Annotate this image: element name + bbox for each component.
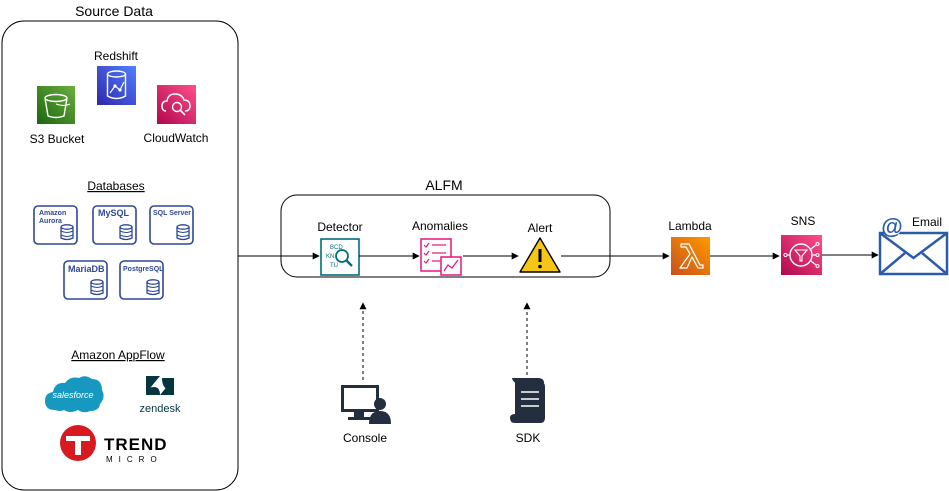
sql-server-icon: SQL Server [149,205,194,245]
svg-text:@: @ [881,214,902,239]
postgresql-label: PostgreSQL [123,266,164,273]
mariadb-icon: MariaDB [63,260,108,300]
zendesk-logo: zendesk [140,376,181,415]
source-data-title: Source Data [75,3,153,19]
aurora-label-line1: Amazon [39,210,66,217]
alfm-title: ALFM [425,177,462,193]
svg-text:KN: KN [326,254,334,260]
redshift-icon [97,66,136,105]
salesforce-wordmark: salesforce [52,390,93,400]
zendesk-wordmark: zendesk [140,403,181,415]
postgresql-icon: PostgreSQL [119,260,164,300]
sns-icon [781,235,822,275]
lambda-label: Lambda [668,219,712,233]
alfm-container [280,194,611,278]
anomalies-icon [420,238,462,276]
s3-bucket-icon [37,86,75,124]
micro-wordmark: MICRO [106,455,163,464]
aurora-label-line2: Aurora [39,218,62,225]
console-icon [341,385,391,424]
alert-warning-icon [519,237,561,273]
s3-bucket-label: S3 Bucket [30,132,85,146]
redshift-label: Redshift [94,49,139,63]
appflow-heading: Amazon AppFlow [71,348,165,362]
trend-micro-logo: TREND MICRO [60,425,168,464]
trend-wordmark: TREND [104,435,168,454]
cloudwatch-icon [157,85,196,124]
mysql-label: MySQL [98,208,130,218]
anomalies-label: Anomalies [412,219,468,233]
mysql-icon: MySQL [92,205,137,245]
amazon-aurora-icon: Amazon Aurora [33,205,78,245]
sdk-scroll-icon [510,378,545,423]
svg-text:TU: TU [330,263,338,269]
svg-text:BCD: BCD [330,245,343,251]
email-envelope-icon: @ [878,214,949,276]
mariadb-label: MariaDB [68,264,105,274]
databases-heading: Databases [87,179,144,193]
lambda-icon [671,237,710,275]
detector-icon: BCD KN TU [320,238,360,276]
email-label: Email [912,215,942,229]
salesforce-logo: salesforce [45,376,104,413]
sql-server-label: SQL Server [153,210,191,217]
detector-label: Detector [317,220,362,234]
console-label: Console [343,431,387,445]
alert-label: Alert [528,221,553,235]
cloudwatch-label: CloudWatch [144,131,209,145]
sdk-label: SDK [516,431,541,445]
sns-label: SNS [791,214,816,228]
